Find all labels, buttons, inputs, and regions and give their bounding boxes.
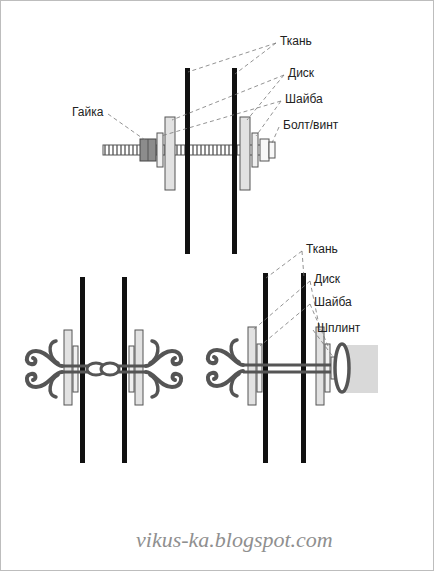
washer: [252, 133, 258, 167]
bolt-head: [269, 142, 275, 158]
chain-link: [101, 363, 119, 375]
part-label: Ткань: [280, 34, 312, 48]
part-label: Болт/винт: [283, 118, 338, 132]
part-label: Диск: [288, 66, 314, 80]
part-label: Шплинт: [317, 321, 360, 335]
washer: [73, 346, 78, 392]
part-label: Гайка: [72, 105, 103, 119]
bolt-assembly: [103, 68, 275, 254]
cotter-pin-head: [335, 344, 349, 392]
fabric: [80, 277, 85, 463]
part-label: Ткань: [306, 242, 338, 256]
bolt-head: [260, 139, 269, 161]
disk: [165, 117, 175, 190]
nut: [140, 139, 156, 161]
watermark: vikus-ka.blogspot.com: [136, 528, 333, 552]
pin-assembly: [208, 273, 378, 463]
fabric: [301, 273, 306, 463]
leader-lines: [108, 43, 334, 358]
washer: [257, 344, 262, 392]
washer: [157, 133, 163, 167]
part-label: Диск: [314, 272, 340, 286]
fabric: [185, 68, 190, 254]
fabric: [263, 273, 268, 463]
clip-assembly: [27, 277, 181, 463]
washer: [129, 346, 134, 392]
fabric: [232, 68, 237, 254]
part-label: Шайба: [314, 295, 352, 309]
washer: [325, 344, 330, 392]
disk: [240, 117, 250, 190]
part-label: Шайба: [285, 92, 323, 106]
fabric: [122, 277, 127, 463]
